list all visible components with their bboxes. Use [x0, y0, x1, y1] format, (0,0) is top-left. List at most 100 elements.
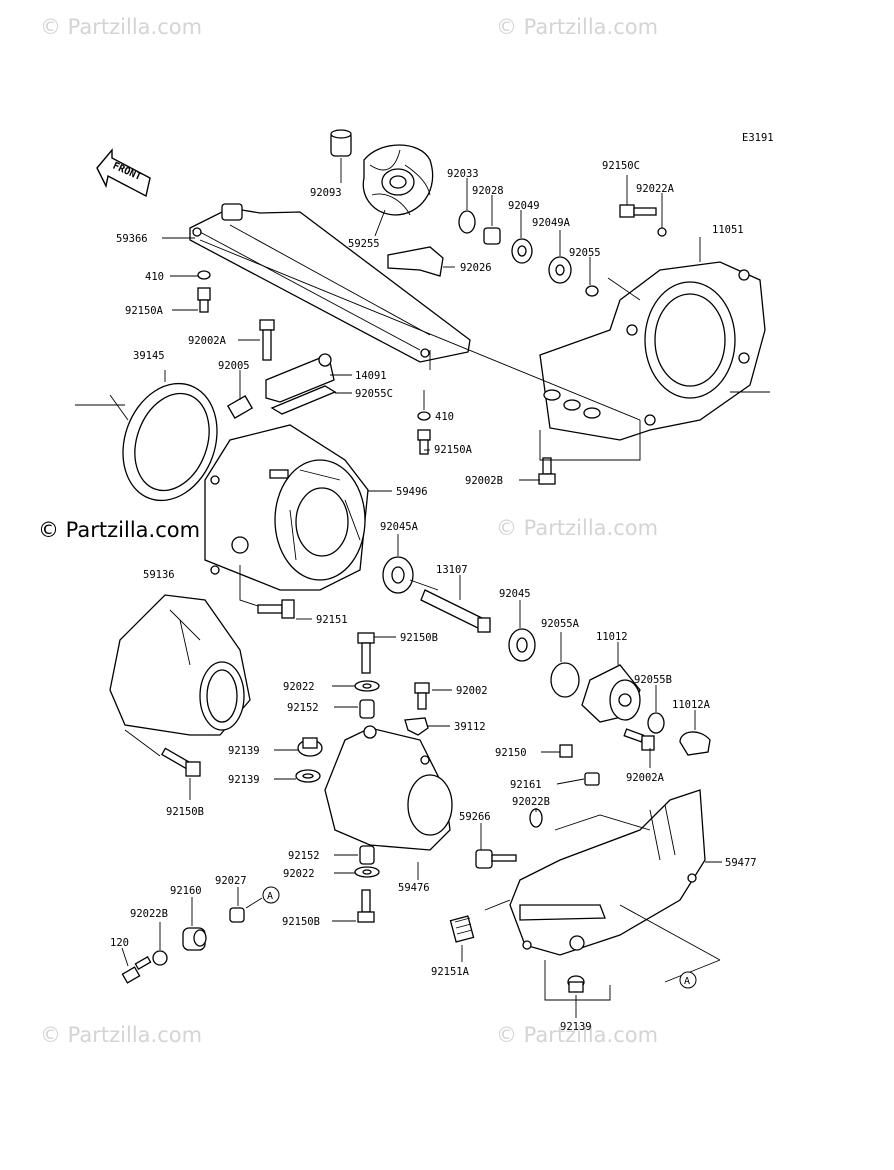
part-label-92150b-b[interactable]: 92150B	[166, 806, 204, 818]
shaft-13107-shape	[420, 589, 491, 633]
watermark-top-right: © Partzilla.com	[496, 15, 658, 39]
part-shapes	[109, 129, 766, 993]
watermark-bottom-left: © Partzilla.com	[40, 1023, 202, 1047]
part-label-92093[interactable]: 92093	[310, 187, 342, 199]
part-label-39112[interactable]: 39112	[454, 721, 486, 733]
part-label-92002a-b[interactable]: 92002A	[626, 772, 665, 784]
part-label-92150b-a[interactable]: 92150B	[400, 632, 438, 644]
part-label-59136[interactable]: 59136	[143, 569, 175, 581]
part-label-14091[interactable]: 14091	[355, 370, 387, 382]
part-label-11012[interactable]: 11012	[596, 631, 628, 643]
wedge-92026-shape	[387, 246, 444, 277]
housing-11051-shape	[539, 261, 766, 441]
part-label-92002a-a[interactable]: 92002A	[188, 335, 227, 347]
watermark-mid-left: © Partzilla.com	[38, 518, 200, 542]
watermark-bottom-right: © Partzilla.com	[496, 1023, 658, 1047]
part-label-92026[interactable]: 92026	[460, 262, 492, 274]
part-label-92002[interactable]: 92002	[456, 685, 488, 697]
part-label-92055c[interactable]: 92055C	[355, 388, 393, 400]
pump-case-59496-shape	[204, 424, 369, 591]
stopper-92161-shape	[584, 772, 600, 786]
part-label-13107[interactable]: 13107	[436, 564, 468, 576]
collar-92027-shape	[229, 907, 245, 923]
part-label-92027[interactable]: 92027	[215, 875, 247, 887]
reference-mark-a-1: A	[262, 886, 280, 904]
watermark-top-left: © Partzilla.com	[40, 15, 202, 39]
oring-92055B-shape	[647, 712, 665, 734]
part-label-92033[interactable]: 92033	[447, 168, 479, 180]
part-label-92151[interactable]: 92151	[316, 614, 348, 626]
bolt-92150-shape	[559, 744, 573, 758]
part-label-92055a[interactable]: 92055A	[541, 618, 580, 630]
part-label-92045[interactable]: 92045	[499, 588, 531, 600]
part-label-92150c[interactable]: 92150C	[602, 160, 640, 172]
part-label-92002b[interactable]: 92002B	[465, 475, 503, 487]
bushing-92139-a-shape	[297, 737, 323, 757]
bolt-92150A-b-shape	[417, 429, 431, 455]
bolt-92002B-shape	[538, 457, 556, 485]
cover-14091-shape	[265, 353, 335, 403]
nipple-92005-shape	[226, 395, 254, 419]
part-label-39145[interactable]: 39145	[133, 350, 165, 362]
part-label-11051[interactable]: 11051	[712, 224, 744, 236]
gasket-92055C-shape	[270, 385, 337, 415]
part-label-92160[interactable]: 92160	[170, 885, 202, 897]
plate-59366-shape	[189, 203, 471, 363]
part-number-labels: 92093 59255 92033 92028 92049 92049A 920…	[110, 160, 757, 1033]
part-label-92022-b[interactable]: 92022	[283, 868, 315, 880]
watermark-mid-right: © Partzilla.com	[496, 516, 658, 540]
part-label-92005[interactable]: 92005	[218, 360, 250, 372]
part-label-120[interactable]: 120	[110, 937, 129, 949]
part-label-92049[interactable]: 92049	[508, 200, 540, 212]
part-label-410-b[interactable]: 410	[435, 411, 454, 423]
part-label-59496[interactable]: 59496	[396, 486, 428, 498]
part-label-92045a[interactable]: 92045A	[380, 521, 419, 533]
part-label-92049a[interactable]: 92049A	[532, 217, 571, 229]
part-label-92150[interactable]: 92150	[495, 747, 527, 759]
leader-lines	[75, 158, 770, 1018]
impeller-59255-shape	[362, 144, 434, 216]
part-label-92152-b[interactable]: 92152	[288, 850, 320, 862]
part-label-59266[interactable]: 59266	[459, 811, 491, 823]
ring-39145-shape	[122, 382, 218, 502]
part-label-92150b-c[interactable]: 92150B	[282, 916, 320, 928]
part-label-59477[interactable]: 59477	[725, 857, 757, 869]
bushing-92160-shape	[182, 927, 207, 951]
part-label-92022a-top[interactable]: 92022A	[636, 183, 675, 195]
bolt-92002A-a-shape	[259, 319, 275, 361]
part-label-92139-a[interactable]: 92139	[228, 745, 260, 757]
part-label-92150a-b[interactable]: 92150A	[434, 444, 473, 456]
nozzle-59136-shape	[109, 594, 251, 736]
reverse-bucket-59477-shape	[509, 789, 706, 956]
svg-text:A: A	[267, 891, 273, 902]
collar-92152-a-shape	[359, 699, 375, 719]
part-label-92161[interactable]: 92161	[510, 779, 542, 791]
part-label-92151a[interactable]: 92151A	[431, 966, 470, 978]
part-label-92055[interactable]: 92055	[569, 247, 601, 259]
part-label-92022b-b[interactable]: 92022B	[130, 908, 168, 920]
part-label-92022-a[interactable]: 92022	[283, 681, 315, 693]
bolt-92150A-a-shape	[197, 287, 211, 313]
part-label-92028[interactable]: 92028	[472, 185, 504, 197]
lever-39112-shape	[404, 717, 429, 736]
diagram-code: E3191	[742, 132, 774, 144]
part-label-59255[interactable]: 59255	[348, 238, 380, 250]
ring-92033-shape	[458, 210, 476, 234]
part-label-92055b[interactable]: 92055B	[634, 674, 672, 686]
part-label-11012a[interactable]: 11012A	[672, 699, 711, 711]
cap-11012A-shape	[679, 731, 711, 756]
stud-92151A-shape	[449, 915, 475, 943]
bolt-92151-shape	[257, 599, 295, 619]
cable-joint-59266-shape	[475, 849, 517, 869]
bolt-92002A-b-shape	[623, 728, 655, 751]
bolt-92150B-c-shape	[357, 889, 375, 923]
bolt-92150B-b-shape	[160, 747, 201, 777]
part-label-92150a-a[interactable]: 92150A	[125, 305, 164, 317]
part-label-410-a[interactable]: 410	[145, 271, 164, 283]
part-label-92022b-a[interactable]: 92022B	[512, 796, 550, 808]
part-label-92139-b[interactable]: 92139	[228, 774, 260, 786]
part-label-92139-c[interactable]: 92139	[560, 1021, 592, 1033]
part-label-59366[interactable]: 59366	[116, 233, 148, 245]
part-label-59476[interactable]: 59476	[398, 882, 430, 894]
part-label-92152-a[interactable]: 92152	[287, 702, 319, 714]
